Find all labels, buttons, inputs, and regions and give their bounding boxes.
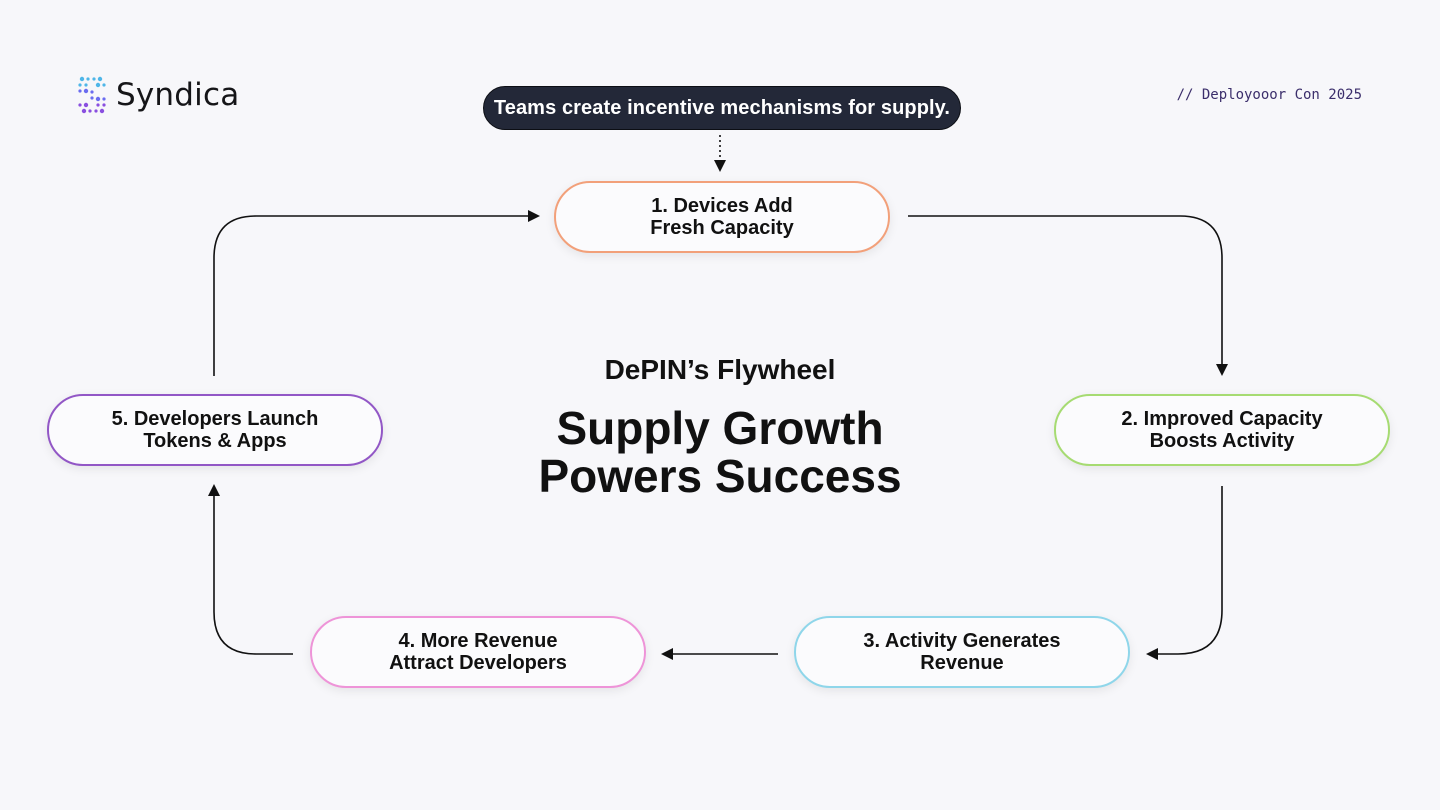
logo-dot: [86, 77, 90, 81]
arrow-node-5-to-node-1: [213, 210, 540, 376]
logo-dot: [102, 83, 106, 87]
logo-dot: [95, 96, 101, 102]
brand-name: Syndica: [116, 77, 240, 113]
logo-dot: [83, 88, 89, 94]
arrow-node-2-to-node-3: [1146, 486, 1223, 660]
logo-dot: [102, 103, 106, 107]
logo-dot: [78, 103, 82, 107]
diagram-subtitle: DePIN’s Flywheel: [604, 354, 836, 385]
logo-dot: [84, 83, 88, 87]
node-2-label: 2. Improved Capacity Boosts Activity: [1121, 408, 1323, 452]
diagram-title: Supply Growth Powers Success: [538, 402, 902, 502]
logo-dot: [78, 83, 82, 87]
logo-dot: [99, 108, 105, 114]
syndica-logo-icon: [78, 76, 106, 114]
flywheel-node-3: 3. Activity Generates Revenue: [794, 616, 1130, 688]
logo-dot: [95, 82, 101, 88]
flywheel-node-1: 1. Devices Add Fresh Capacity: [554, 181, 890, 253]
logo-dot: [97, 76, 103, 82]
logo-dot: [83, 102, 89, 108]
flywheel-node-5: 5. Developers Launch Tokens & Apps: [47, 394, 383, 466]
logo-dot: [90, 90, 94, 94]
node-3-label: 3. Activity Generates Revenue: [863, 630, 1061, 674]
logo-dot: [79, 76, 85, 82]
logo-dot: [94, 109, 98, 113]
brand-logo: Syndica: [76, 74, 239, 116]
logo-dot: [88, 109, 92, 113]
flywheel-node-2: 2. Improved Capacity Boosts Activity: [1054, 394, 1390, 466]
arrow-node-1-to-node-2: [908, 215, 1228, 376]
logo-dot: [90, 96, 94, 100]
node-5-label: 5. Developers Launch Tokens & Apps: [111, 408, 319, 452]
logo-dot: [102, 97, 106, 101]
node-4-label: 4. More Revenue Attract Developers: [389, 630, 567, 674]
flywheel-node-4: 4. More Revenue Attract Developers: [310, 616, 646, 688]
logo-dot: [81, 108, 87, 114]
logo-dot: [92, 77, 96, 81]
event-label: // Deployooor Con 2025: [1176, 87, 1362, 103]
incentive-callout: Teams create incentive mechanisms for su…: [483, 86, 961, 130]
node-1-label: 1. Devices Add Fresh Capacity: [650, 195, 794, 239]
arrow-node-4-to-node-5: [208, 484, 293, 655]
logo-dot: [78, 89, 82, 93]
logo-dot: [96, 103, 100, 107]
